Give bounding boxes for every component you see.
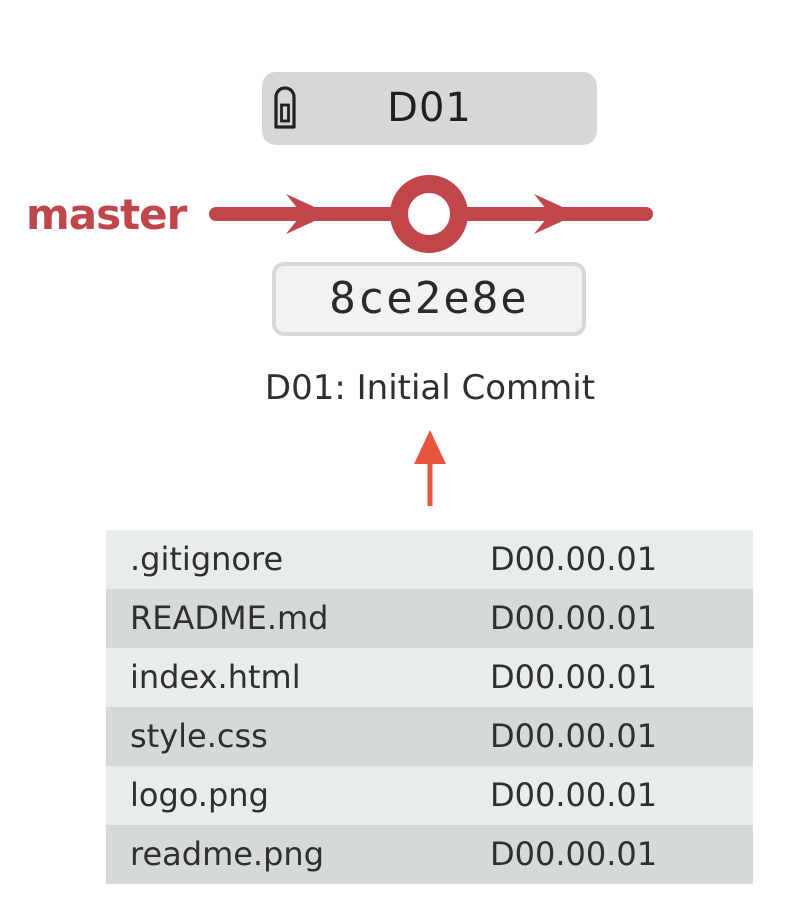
up-arrow-icon xyxy=(414,430,446,506)
commit-node[interactable] xyxy=(390,175,468,253)
commit-graph xyxy=(209,175,653,253)
branch-arrow-left xyxy=(286,194,330,234)
file-name: index.html xyxy=(130,658,301,696)
file-version: D00.00.01 xyxy=(490,835,658,873)
tag-icon xyxy=(274,86,296,129)
file-version: D00.00.01 xyxy=(490,599,658,637)
branch-arrow-right xyxy=(534,194,578,234)
commit-hash-box: 8ce2e8e xyxy=(272,262,586,336)
file-name: .gitignore xyxy=(130,540,284,578)
file-version: D00.00.01 xyxy=(490,776,658,814)
tag-label: D01 xyxy=(387,85,472,131)
tag-box: D01 xyxy=(262,72,597,145)
table-row: README.md D00.00.01 xyxy=(106,589,753,648)
commit-message: D01: Initial Commit xyxy=(264,368,596,408)
file-version: D00.00.01 xyxy=(490,658,658,696)
table-row: .gitignore D00.00.01 xyxy=(106,530,753,589)
file-version: D00.00.01 xyxy=(490,540,658,578)
file-name: README.md xyxy=(130,599,329,637)
file-name: logo.png xyxy=(130,776,269,814)
file-name: style.css xyxy=(130,717,268,755)
file-name: readme.png xyxy=(130,835,324,873)
file-table: .gitignore D00.00.01 README.md D00.00.01… xyxy=(106,530,753,884)
table-row: logo.png D00.00.01 xyxy=(106,766,753,825)
table-row: style.css D00.00.01 xyxy=(106,707,753,766)
table-row: readme.png D00.00.01 xyxy=(106,825,753,884)
file-version: D00.00.01 xyxy=(490,717,658,755)
commit-hash: 8ce2e8e xyxy=(329,273,529,324)
branch-label: master xyxy=(26,190,187,239)
table-row: index.html D00.00.01 xyxy=(106,648,753,707)
